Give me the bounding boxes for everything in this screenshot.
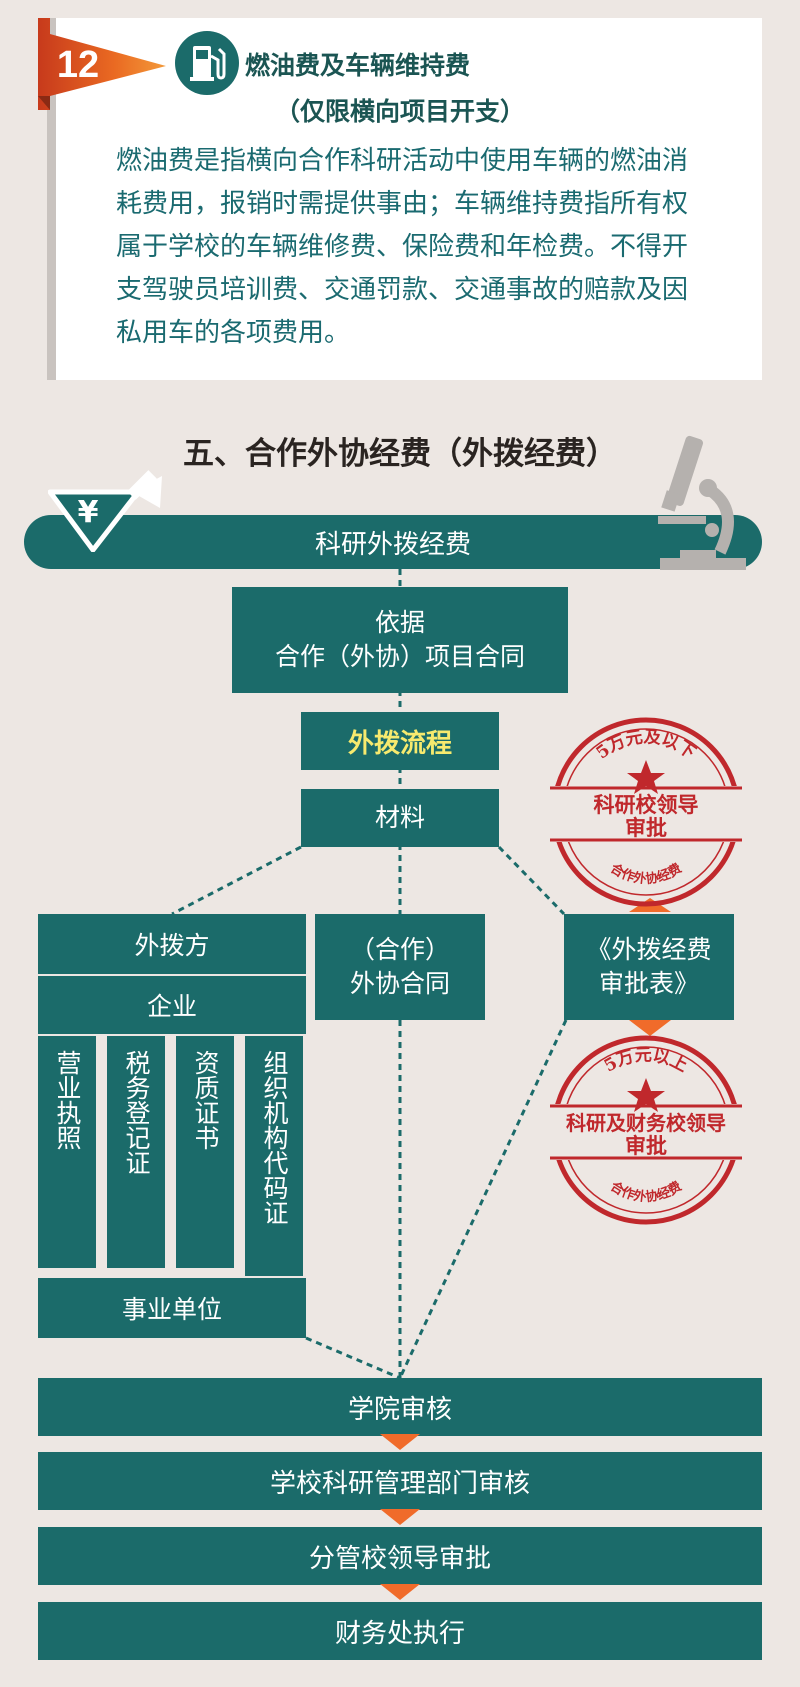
stamp-upper-footer: 合作外协经费 (607, 860, 684, 887)
item-title: 燃油费及车辆维持费 (245, 51, 471, 80)
step-college-review: 学院审核 (38, 1378, 762, 1436)
tax-registration-doc: 税务登记证 (107, 1036, 165, 1268)
stamp-lower-line2: 审批 (625, 1134, 667, 1158)
step-leader-approval: 分管校领导审批 (38, 1527, 762, 1585)
materials-box: 材料 (301, 789, 499, 847)
form-line-2: 审批表》 (598, 969, 699, 998)
svg-text:¥: ¥ (78, 495, 99, 530)
contract-line-2: 外协合同 (349, 969, 450, 998)
approval-form-box: 《外拨经费 审批表》 (564, 914, 734, 1020)
stamp-upper-arc: 5万元及以下 (593, 727, 699, 763)
organization-code-doc: 组织机构代码证 (245, 1036, 303, 1276)
svg-text:合作外协经费: 合作外协经费 (607, 1178, 684, 1205)
stamp-upper-line2: 审批 (625, 816, 667, 840)
step-arrow (380, 1584, 420, 1600)
item-subtitle: （仅限横向项目开支） (274, 97, 525, 126)
expense-item-card (56, 18, 762, 380)
svg-text:5万元及以下: 5万元及以下 (593, 727, 699, 763)
item-description: 燃油费是指横向合作科研活动中使用车辆的燃油消耗费用，报销时需提供事由；车辆维持费… (116, 146, 689, 348)
qualification-cert-doc: 资质证书 (176, 1036, 234, 1268)
enterprise-box: 企业 (38, 976, 306, 1034)
stamp-lower-line1: 科研及财务校领导 (566, 1111, 726, 1135)
stamp-lower-footer: 合作外协经费 (607, 1178, 684, 1205)
yen-flask-icon: ¥ (48, 470, 162, 552)
number-badge (38, 18, 166, 110)
step-finance-execution: 财务处执行 (38, 1602, 762, 1660)
step-research-dept-review: 学校科研管理部门审核 (38, 1452, 762, 1510)
basis-box: 依据 合作（外协）项目合同 (232, 587, 568, 693)
external-funding-banner: 科研外拨经费 (24, 515, 762, 569)
business-license-doc: 营业执照 (38, 1036, 96, 1268)
approval-stamp-upper: 5万元及以下 科研校领导 审批 合作外协经费 (550, 717, 742, 907)
form-line-1: 《外拨经费 (586, 935, 712, 964)
microscope-icon (658, 435, 746, 570)
basis-contract: 合作（外协）项目合同 (274, 642, 525, 671)
svg-text:合作外协经费: 合作外协经费 (607, 860, 684, 887)
step-arrow (380, 1434, 420, 1450)
approval-stamp-lower: 5万元以上 科研及财务校领导 审批 合作外协经费 (550, 1035, 742, 1225)
step-arrow (380, 1509, 420, 1525)
svg-text:5万元以上: 5万元以上 (601, 1045, 691, 1076)
process-box: 外拨流程 (301, 712, 499, 770)
cooperation-contract-box: （合作） 外协合同 (315, 914, 485, 1020)
item-number: 12 (56, 43, 100, 86)
section-title: 五、合作外协经费（外拨经费） (183, 435, 617, 472)
basis-label: 依据 (374, 608, 425, 637)
public-institution-box: 事业单位 (38, 1278, 306, 1338)
contract-line-1: （合作） (349, 935, 450, 964)
stamp-lower-arc: 5万元以上 (601, 1045, 691, 1076)
stamp-upper-line1: 科研校领导 (594, 793, 699, 817)
recipient-party-box: 外拨方 (38, 914, 306, 974)
fuel-pump-icon (175, 31, 239, 95)
